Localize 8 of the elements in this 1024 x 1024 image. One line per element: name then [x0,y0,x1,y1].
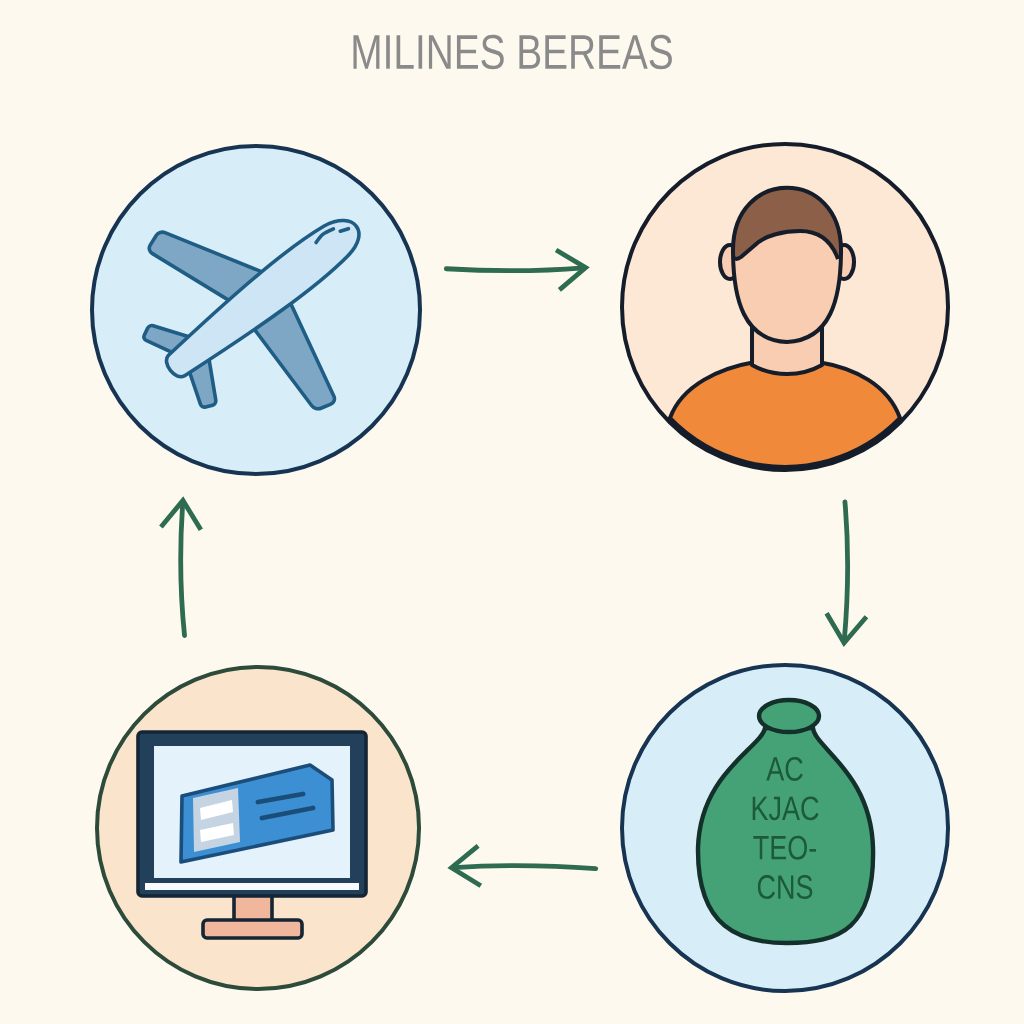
subtitle: MILINES BEREAS [353,34,672,70]
icon-circle [95,665,421,991]
icon-circle [620,142,950,472]
arrow [824,499,869,648]
arrow [443,247,590,292]
icon-circle [90,144,422,476]
arrow [447,844,599,888]
arrow [159,496,203,638]
